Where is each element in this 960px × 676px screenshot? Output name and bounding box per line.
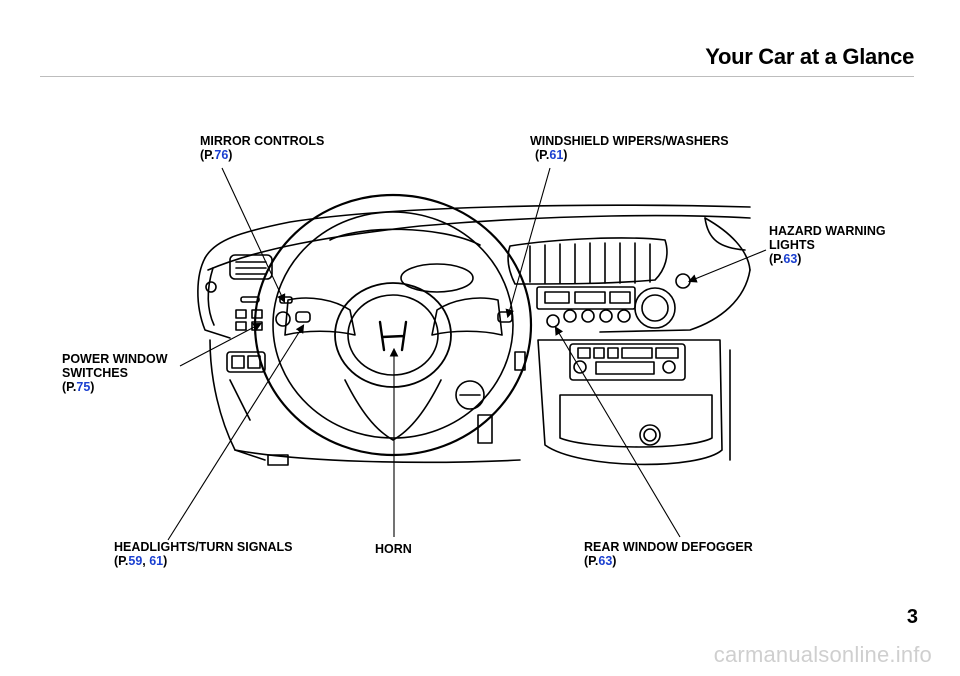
- wipers-washers-label: WINDSHIELD WIPERS/WASHERS (P.61): [530, 134, 729, 162]
- headlights-leader-line: [167, 324, 305, 541]
- headlights-page-link-2[interactable]: 61: [149, 554, 164, 568]
- page-title: Your Car at a Glance: [705, 44, 914, 69]
- defogger-leader-line: [554, 326, 681, 538]
- power-window-page-link[interactable]: 75: [76, 380, 91, 394]
- horn-label: HORN: [375, 542, 412, 556]
- hazard-warning-label: HAZARD WARNING LIGHTS (P.63): [769, 224, 886, 266]
- page-number: 3: [906, 606, 918, 628]
- header-rule: [40, 76, 914, 77]
- wipers-page-link[interactable]: 61: [549, 148, 564, 162]
- hazard-page-link[interactable]: 63: [783, 252, 798, 266]
- headlights-page-link-1[interactable]: 59: [128, 554, 143, 568]
- rear-window-defogger-label: REAR WINDOW DEFOGGER (P.63): [584, 540, 753, 568]
- hazard-leader-line: [687, 249, 767, 283]
- headlights-turn-signals-label: HEADLIGHTS/TURN SIGNALS (P.59, 61): [114, 540, 293, 568]
- mirror-leader-line: [221, 167, 286, 303]
- mirror-page-link[interactable]: 76: [214, 148, 229, 162]
- power-window-leader-line: [179, 322, 262, 367]
- wipers-leader-line: [505, 167, 551, 319]
- defogger-page-link[interactable]: 63: [598, 554, 613, 568]
- power-window-label: POWER WINDOW SWITCHES (P.75): [62, 352, 168, 394]
- mirror-controls-label: MIRROR CONTROLS (P.76): [200, 134, 325, 162]
- watermark: carmanualsonline.info: [713, 642, 932, 667]
